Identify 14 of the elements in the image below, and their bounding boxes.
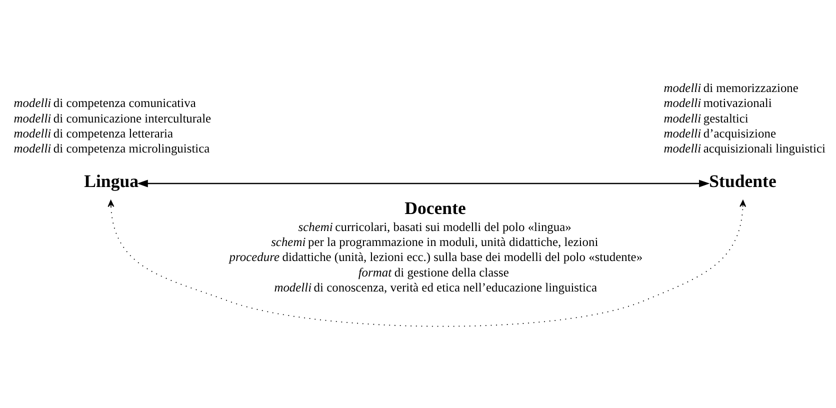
node-label: modelli d’acquisizione bbox=[664, 126, 776, 140]
node-label: modelli acquisizionali linguistici bbox=[664, 142, 826, 156]
node-text: Docente schemi curricolari, basati sui modelli del polo «lingua» schemi per la programmazione in moduli, unità didattiche, lezioni procedure didattiche (unità, lezioni ecc.) sulla base dei modelli del polo «studente» format di gestione della classe modelli di conoscenza, verità ed etica nell’educazione linguistica bbox=[229, 198, 643, 294]
node-label: modelli di comunicazione interculturale bbox=[14, 111, 212, 126]
node-text: Studente bbox=[709, 171, 776, 192]
node-label: modelli di competenza letteraria bbox=[14, 126, 174, 140]
node-text: Lingua bbox=[84, 171, 139, 192]
node-label: modelli di memorizzazione bbox=[664, 80, 798, 95]
node-label: modelli di competenza microlinguistica bbox=[14, 142, 210, 156]
arrow bbox=[137, 180, 710, 188]
node-label: modelli di competenza comunicativa bbox=[14, 96, 196, 110]
arrow bbox=[108, 200, 746, 327]
node-label: modelli motivazionali bbox=[664, 96, 772, 110]
node-label: modelli gestaltici bbox=[664, 111, 748, 126]
